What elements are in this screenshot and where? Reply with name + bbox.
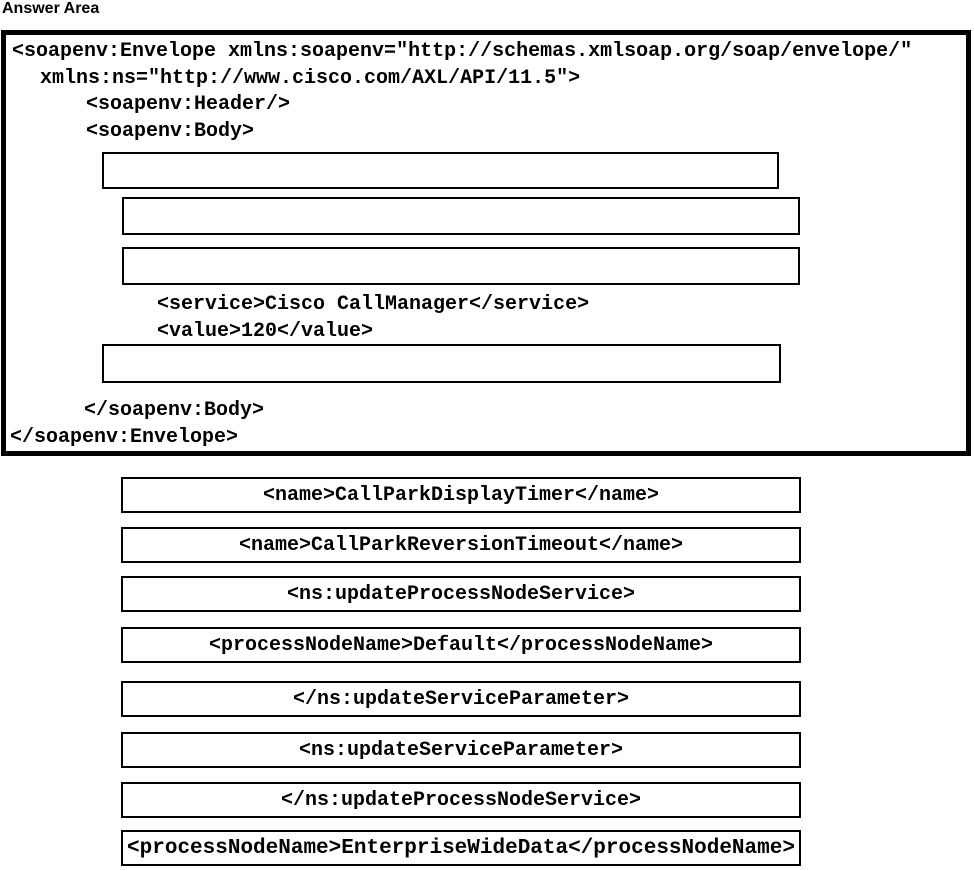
drop-zone-2[interactable]: [122, 197, 800, 235]
page-title: Answer Area: [2, 0, 100, 17]
code-line-soapenv-body-open: <soapenv:Body>: [86, 120, 255, 143]
code-line-soapenv-body-close: </soapenv:Body>: [84, 399, 265, 422]
drag-option-updateserviceparameter-close[interactable]: </ns:updateServiceParameter>: [121, 681, 801, 717]
drag-option-processnodename-enterprisewidedata[interactable]: <processNodeName>EnterpriseWideData</pro…: [121, 830, 801, 866]
code-line-soapenv-header: <soapenv:Header/>: [86, 93, 291, 116]
answer-area: <soapenv:Envelope xmlns:soapenv=″http://…: [1, 30, 971, 456]
drop-zone-1[interactable]: [102, 152, 779, 189]
drag-option-callparkreversiontimeout[interactable]: <name>CallParkReversionTimeout</name>: [121, 527, 801, 563]
code-line-value: <value>120</value>: [157, 320, 374, 343]
drag-option-updateserviceparameter-open[interactable]: <ns:updateServiceParameter>: [121, 732, 801, 768]
drop-zone-3[interactable]: [122, 247, 800, 285]
drag-option-updateprocessnodeservice-close[interactable]: </ns:updateProcessNodeService>: [121, 782, 801, 818]
code-line-xmlns-ns: xmlns:ns=″http://www.cisco.com/AXL/API/1…: [40, 67, 581, 90]
code-line-service: <service>Cisco CallManager</service>: [157, 293, 590, 316]
code-line-envelope-close: </soapenv:Envelope>: [10, 426, 239, 449]
drag-option-updateprocessnodeservice-open[interactable]: <ns:updateProcessNodeService>: [121, 576, 801, 612]
drag-option-callparkdisplaytimer[interactable]: <name>CallParkDisplayTimer</name>: [121, 477, 801, 513]
drag-option-processnodename-default[interactable]: <processNodeName>Default</processNodeNam…: [121, 627, 801, 663]
code-line-envelope-open: <soapenv:Envelope xmlns:soapenv=″http://…: [12, 40, 913, 63]
drop-zone-4[interactable]: [102, 344, 781, 383]
